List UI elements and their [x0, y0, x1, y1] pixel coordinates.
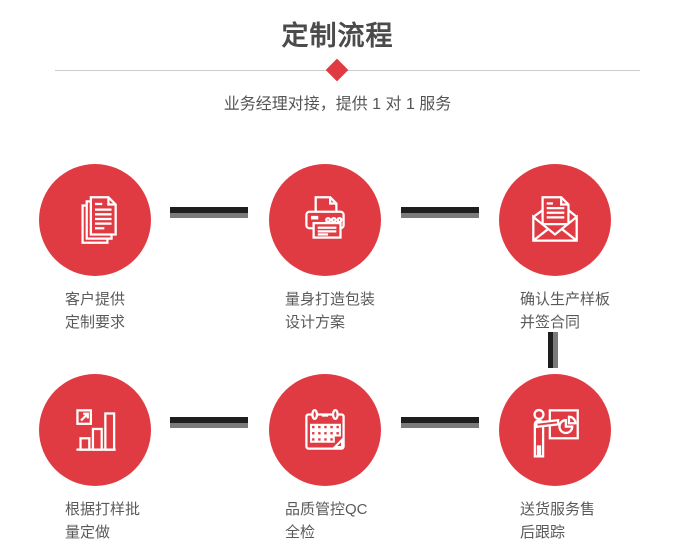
step-label-4: 根据打样批 量定做	[65, 498, 205, 544]
step-label-2-line1: 量身打造包装	[285, 291, 376, 308]
envelope-icon	[532, 196, 578, 242]
step-label-6: 送货服务售 后跟踪	[520, 498, 660, 544]
step-label-5: 品质管控QC 全检	[285, 498, 425, 544]
printer-icon	[305, 196, 345, 239]
page-title: 定制流程	[281, 21, 394, 51]
subtitle: 业务经理对接，提供 1 对 1 服务	[223, 96, 452, 113]
documents-icon	[81, 196, 117, 244]
connector-step3-step6	[548, 332, 558, 368]
step-label-6-line1: 送货服务售	[520, 501, 596, 518]
step-circle-5	[269, 374, 381, 486]
step-label-3-line1: 确认生产样板	[520, 291, 611, 308]
step-circle-2	[269, 164, 381, 276]
step-circle-6	[499, 374, 611, 486]
diamond-accent	[325, 58, 349, 82]
step-label-1-line2: 定制要求	[65, 314, 126, 331]
bar-chart-icon	[76, 409, 116, 451]
step-label-4-line1: 根据打样批	[65, 501, 141, 518]
step-label-3: 确认生产样板 并签合同	[520, 288, 660, 334]
step-circle-4	[39, 374, 151, 486]
connector-step2-step3	[401, 207, 479, 218]
connector-step1-step2	[170, 207, 248, 218]
presentation-icon	[533, 408, 579, 458]
step-label-2-line2: 设计方案	[285, 314, 346, 331]
calendar-icon	[305, 409, 345, 450]
step-label-6-line2: 后跟踪	[520, 524, 566, 541]
step-circle-1	[39, 164, 151, 276]
step-label-3-line2: 并签合同	[520, 314, 581, 331]
connector-step5-step6	[401, 417, 479, 428]
step-label-2: 量身打造包装 设计方案	[285, 288, 425, 334]
connector-step4-step5	[170, 417, 248, 428]
step-label-1: 客户提供 定制要求	[65, 288, 205, 334]
step-label-1-line1: 客户提供	[65, 291, 126, 308]
step-label-4-line2: 量定做	[65, 524, 111, 541]
step-label-5-line2: 全检	[285, 524, 316, 541]
step-circle-3	[499, 164, 611, 276]
step-label-5-line1: 品质管控QC	[285, 501, 368, 518]
